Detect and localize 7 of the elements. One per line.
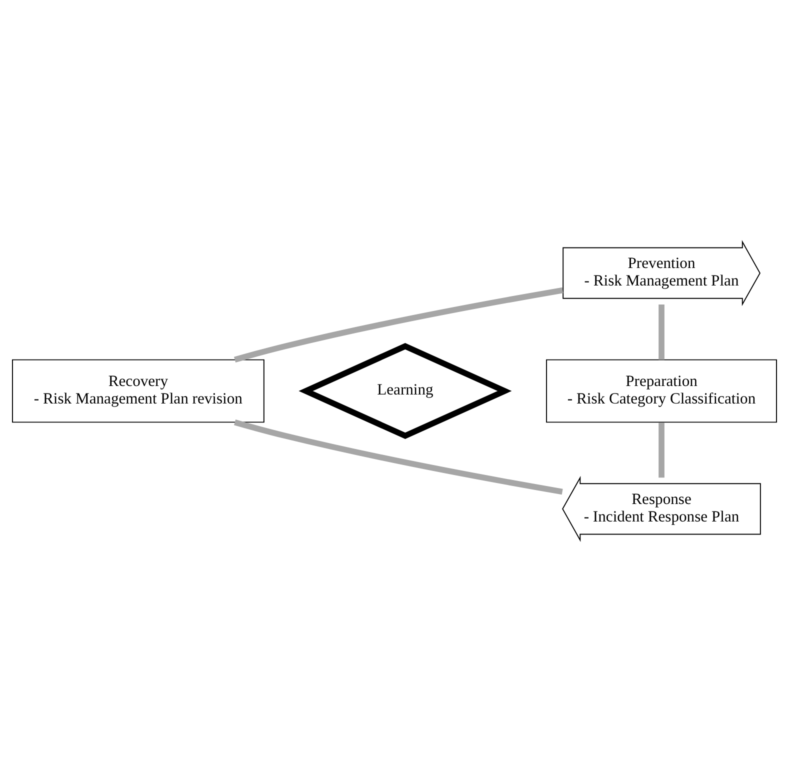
node-box: Preparation - Risk Category Classification (546, 359, 777, 423)
connector (234, 287, 564, 363)
node-diamond: Learning (298, 342, 512, 440)
connector (658, 422, 664, 478)
node-box: Recovery - Risk Management Plan revision (12, 359, 264, 423)
connector (234, 419, 563, 495)
connector (658, 304, 664, 360)
